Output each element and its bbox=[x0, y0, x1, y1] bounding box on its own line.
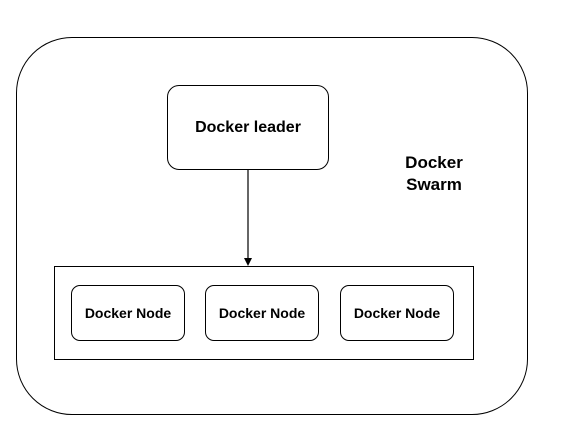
docker-node-box: Docker Node bbox=[71, 285, 185, 341]
docker-swarm-boundary bbox=[16, 37, 528, 415]
docker-swarm-label-line1: Docker bbox=[405, 153, 463, 172]
docker-node-label: Docker Node bbox=[218, 305, 306, 321]
docker-leader-label: Docker leader bbox=[195, 118, 301, 136]
docker-swarm-label: Docker Swarm bbox=[380, 152, 488, 196]
docker-swarm-label-line2: Swarm bbox=[406, 175, 462, 194]
docker-node-box: Docker Node bbox=[205, 285, 319, 341]
docker-node-label: Docker Node bbox=[353, 305, 441, 321]
docker-node-box: Docker Node bbox=[340, 285, 454, 341]
docker-node-label: Docker Node bbox=[84, 305, 172, 321]
docker-leader-box: Docker leader bbox=[167, 85, 329, 170]
